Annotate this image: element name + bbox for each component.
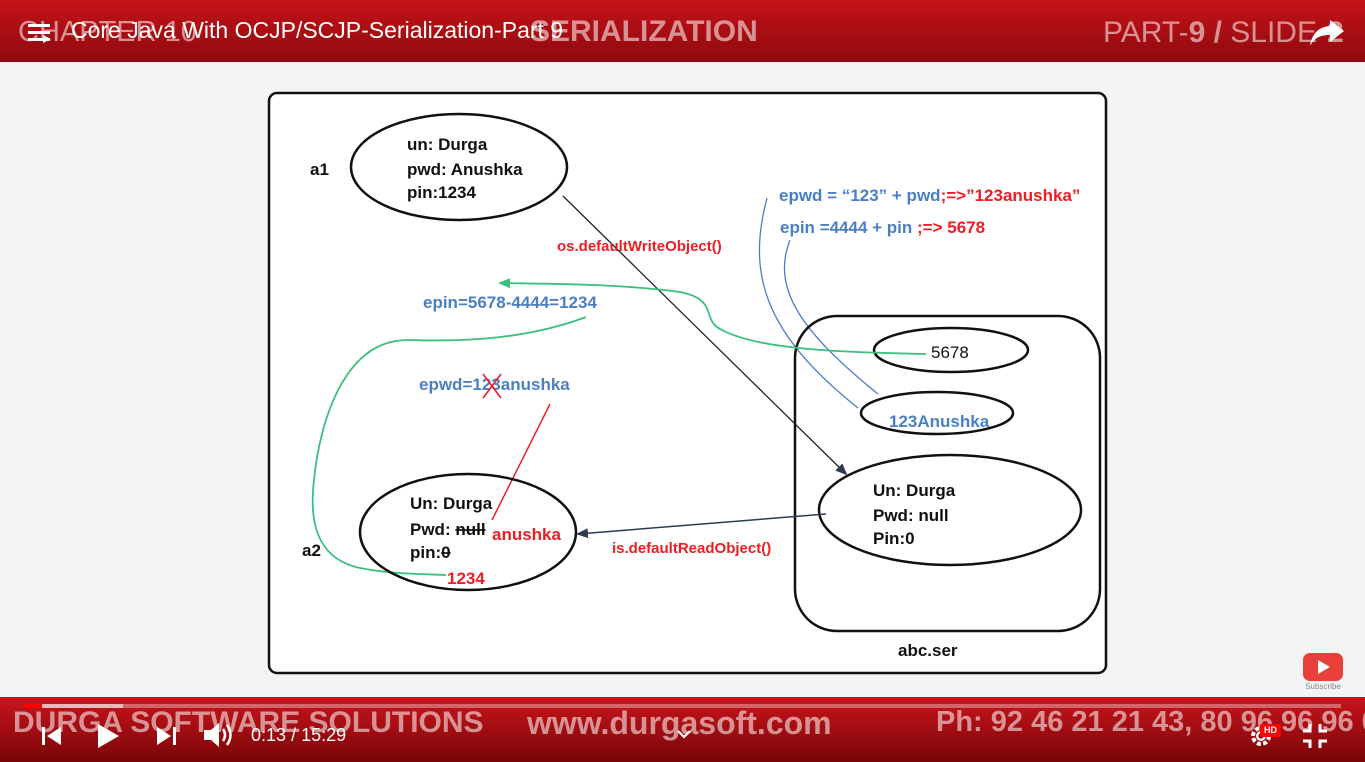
footer-website: www.durgasoft.com <box>527 705 832 741</box>
epin-connector <box>783 239 879 395</box>
epwd-strike-mark <box>482 373 502 399</box>
epwd-formula-blue: epwd = “123” + pwd <box>779 186 941 205</box>
chevron-down-icon[interactable] <box>676 726 692 739</box>
read-arrow <box>576 513 827 539</box>
video-title[interactable]: Core Java With OCJP/SCJP-Serialization-P… <box>71 17 564 43</box>
file-pin-value: 5678 <box>931 343 969 362</box>
part-number: 9 <box>1188 16 1206 49</box>
file-pin: Pin:0 <box>873 529 915 548</box>
object-a1-ellipse <box>349 112 569 222</box>
file-pwd: Pwd: null <box>873 506 949 525</box>
epin-formula-blue: epin =4444 + pin <box>780 218 912 237</box>
part-prefix: PART- <box>1103 16 1189 49</box>
footer-company: DURGA SOFTWARE SOLUTIONS <box>13 706 484 739</box>
time-current: 0:13 <box>251 725 287 745</box>
slide-topic-text: SERIALIZATION <box>530 15 758 48</box>
a2-pwd: Pwd: null <box>410 520 486 539</box>
slide-footer-band: DURGA SOFTWARE SOLUTIONS www.durgasoft.c… <box>0 697 1365 762</box>
a2-label: a2 <box>302 541 321 560</box>
file-pwd-ellipse <box>859 390 1015 436</box>
epin-formula: epin =4444 + pin ;=> 5678 <box>780 218 985 237</box>
share-icon[interactable] <box>1308 16 1348 48</box>
next-icon[interactable] <box>154 724 178 748</box>
time-total: 15:29 <box>301 725 347 745</box>
subscribe-label: Subscribe <box>1305 682 1341 691</box>
epwd-calc-suffix: anushka <box>501 375 571 394</box>
write-call-label: os.defaultWriteObject() <box>557 238 722 255</box>
read-call-label: is.defaultReadObject() <box>612 540 771 557</box>
progress-bar[interactable] <box>24 704 1341 708</box>
time-separator: / <box>291 725 297 745</box>
part-separator: / <box>1205 16 1231 49</box>
slide-frame <box>267 91 1108 675</box>
progress-played <box>24 704 43 708</box>
object-a2-ellipse <box>358 472 578 592</box>
a2-pin-struck: 0 <box>441 543 450 562</box>
a1-pwd: pwd: Anushka <box>407 160 523 179</box>
a1-pin: pin:1234 <box>407 183 477 202</box>
play-icon[interactable] <box>95 722 121 750</box>
file-pin-ellipse <box>872 326 1030 374</box>
exit-fullscreen-icon[interactable] <box>1301 722 1329 750</box>
a2-pin-new: 1234 <box>447 569 485 588</box>
slide-header-band: CHAPTER 10 SERIALIZATION PART-9 / SLIDE-… <box>0 0 1365 62</box>
epin-formula-red: ;=> 5678 <box>912 218 985 237</box>
a1-label: a1 <box>310 160 329 179</box>
file-object-ellipse <box>817 453 1083 567</box>
file-pwd-value: 123Anushka <box>889 412 990 431</box>
a2-pwd-struck: null <box>455 520 485 539</box>
a2-pin-prefix: pin: <box>410 543 441 562</box>
hd-badge: HD <box>1260 724 1281 737</box>
footer-phone: Ph: 92 46 21 21 43, 80 96 96 96 06 <box>936 706 1365 738</box>
progress-buffered <box>24 704 123 708</box>
write-arrow <box>562 195 848 476</box>
abc-ser-file-box <box>793 314 1102 633</box>
epwd-calc-struck: 3 <box>491 375 500 394</box>
subscribe-play-icon <box>1318 660 1330 674</box>
file-un: Un: Durga <box>873 481 956 500</box>
a1-un: un: Durga <box>407 135 488 154</box>
menu-icon[interactable] <box>28 22 52 43</box>
a2-pin: pin:0 <box>410 543 451 562</box>
a2-un: Un: Durga <box>410 494 493 513</box>
time-display: 0:13 / 15:29 <box>251 725 346 746</box>
volume-icon[interactable] <box>202 720 236 750</box>
a2-pwd-prefix: Pwd: <box>410 520 455 539</box>
epwd-connector <box>758 197 859 409</box>
epin-calc: epin=5678-4444=1234 <box>423 293 597 312</box>
previous-icon[interactable] <box>40 724 64 748</box>
a2-pwd-new: anushka <box>492 525 562 544</box>
epwd-calc-prefix: epwd=12 <box>419 375 491 394</box>
file-name-label: abc.ser <box>898 641 958 660</box>
green-loop-line <box>311 316 587 576</box>
red-link-line <box>491 403 551 521</box>
green-return-arrow <box>498 278 927 355</box>
epwd-calc: epwd=123anushka <box>419 375 570 394</box>
subscribe-watermark[interactable]: Subscribe <box>1302 651 1344 691</box>
epwd-formula-red: ;=>”123anushka” <box>941 186 1081 205</box>
epwd-formula: epwd = “123” + pwd;=>”123anushka” <box>779 186 1080 205</box>
